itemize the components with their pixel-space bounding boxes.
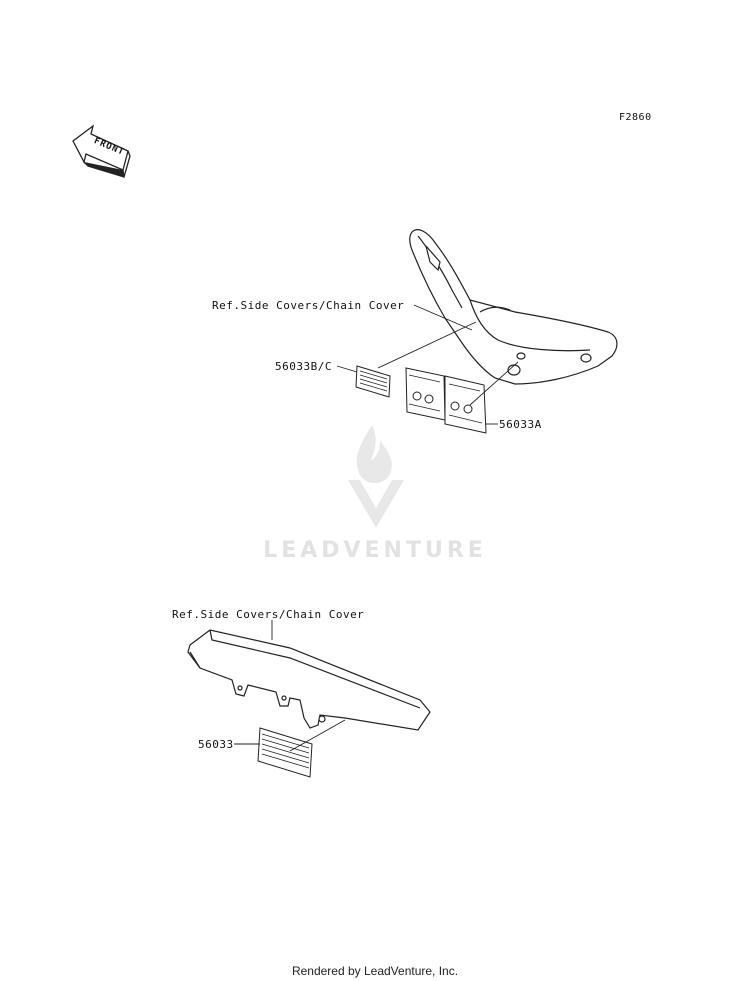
label-56033a: 56033A (499, 418, 542, 431)
watermark-logo (348, 425, 404, 528)
decal-56033bc (355, 365, 391, 398)
leader-lines (234, 304, 519, 752)
footer-credit: Rendered by LeadVenture, Inc. (291, 964, 459, 978)
chain-cover-shape (187, 629, 431, 731)
figure-id: F2860 (619, 112, 652, 123)
decal-56033a (405, 367, 487, 434)
label-ref-side-covers-bottom: Ref.Side Covers/Chain Cover (172, 608, 365, 621)
watermark-text: LEADVENTURE (263, 538, 487, 563)
label-56033: 56033 (198, 738, 234, 751)
side-cover-shape (409, 229, 618, 385)
label-ref-side-covers-top: Ref.Side Covers/Chain Cover (212, 299, 405, 312)
front-arrow-icon (72, 124, 131, 178)
label-56033bc: 56033B/C (275, 360, 332, 373)
decal-56033 (257, 727, 313, 778)
